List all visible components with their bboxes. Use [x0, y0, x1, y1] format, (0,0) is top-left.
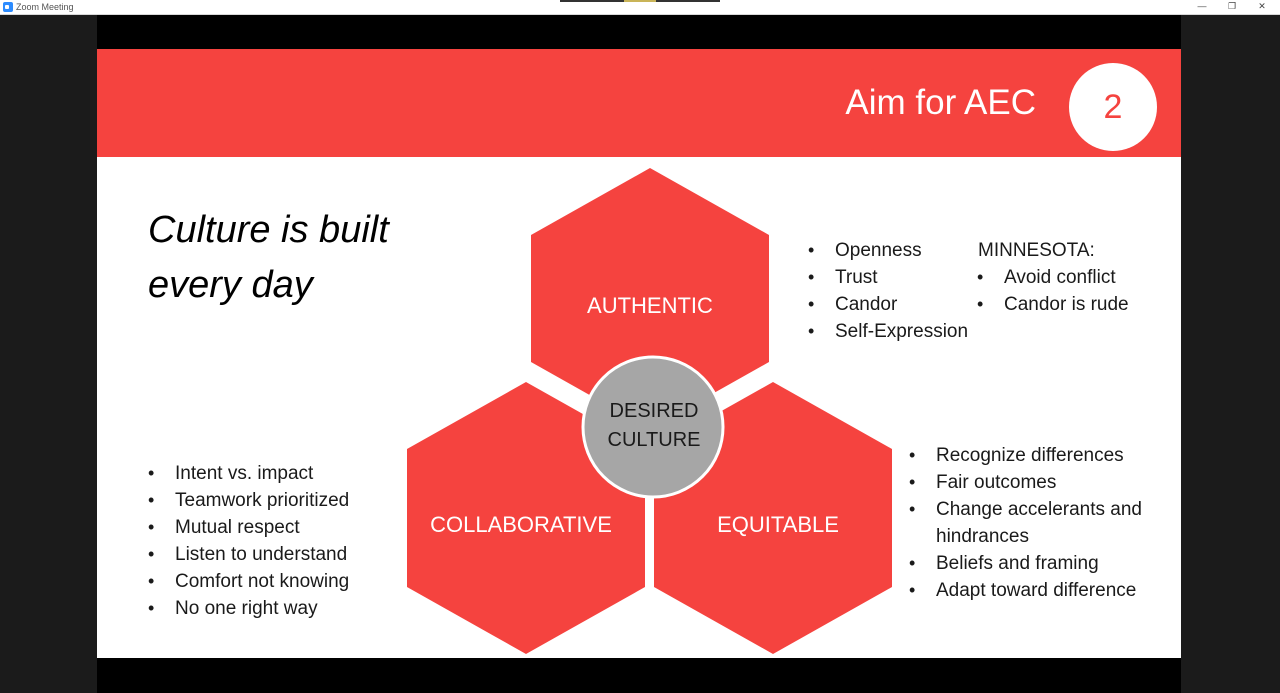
list-item: Avoid conflict — [977, 264, 1129, 291]
minnesota-bullet-list: Avoid conflict Candor is rude — [977, 264, 1129, 318]
minnesota-heading: MINNESOTA: — [978, 240, 1095, 261]
list-item: Teamwork prioritized — [148, 487, 349, 514]
zoom-app-icon — [3, 2, 13, 12]
list-item: Change accelerants and hindrances — [909, 496, 1169, 550]
list-item: Adapt toward difference — [909, 577, 1169, 604]
slide-number-badge: 2 — [1069, 63, 1157, 151]
hexagon-collaborative-label: COLLABORATIVE — [430, 512, 612, 537]
presentation-slide: Aim for AEC 2 Culture is built every day… — [97, 49, 1181, 658]
list-item: Recognize differences — [909, 442, 1169, 469]
authentic-bullet-list: Openness Trust Candor Self-Expression — [808, 237, 968, 345]
center-label-line-1: DESIRED — [610, 400, 699, 422]
list-item: Intent vs. impact — [148, 460, 349, 487]
list-item: Candor — [808, 291, 968, 318]
list-item: Beliefs and framing — [909, 550, 1169, 577]
headline-line-1: Culture is built — [148, 209, 389, 251]
list-item: Fair outcomes — [909, 469, 1169, 496]
list-item: Trust — [808, 264, 968, 291]
window-title: Zoom Meeting — [16, 2, 74, 12]
minimize-icon[interactable]: — — [1197, 1, 1207, 11]
equitable-bullet-list: Recognize differences Fair outcomes Chan… — [909, 442, 1169, 604]
hexagon-authentic-label: AUTHENTIC — [587, 293, 713, 318]
list-item: Listen to understand — [148, 541, 349, 568]
close-icon[interactable]: ✕ — [1258, 1, 1266, 11]
center-label-line-2: CULTURE — [608, 429, 701, 451]
list-item: Candor is rude — [977, 291, 1129, 318]
hexagon-equitable-label: EQUITABLE — [717, 512, 839, 537]
screen-share-toolbar-handle[interactable] — [560, 0, 720, 2]
desired-culture-circle — [581, 355, 725, 499]
list-item: Self-Expression — [808, 318, 968, 345]
list-item: Comfort not knowing — [148, 568, 349, 595]
slide-header-band: Aim for AEC 2 — [97, 49, 1181, 157]
collaborative-bullet-list: Intent vs. impact Teamwork prioritized M… — [148, 460, 349, 622]
hexagon-authentic — [531, 168, 769, 429]
share-bar-segment[interactable] — [624, 0, 656, 2]
restore-icon[interactable]: ❐ — [1227, 1, 1237, 11]
list-item: Openness — [808, 237, 968, 264]
slide-headline: Culture is built every day — [148, 203, 389, 313]
list-item: No one right way — [148, 595, 349, 622]
list-item: Mutual respect — [148, 514, 349, 541]
headline-line-2: every day — [148, 264, 313, 306]
window-title-bar: Zoom Meeting — ❐ ✕ — [0, 0, 1280, 15]
culture-hexagon-diagram: AUTHENTIC COLLABORATIVE EQUITABLE DESIRE… — [407, 168, 892, 654]
slide-title: Aim for AEC — [845, 83, 1036, 122]
